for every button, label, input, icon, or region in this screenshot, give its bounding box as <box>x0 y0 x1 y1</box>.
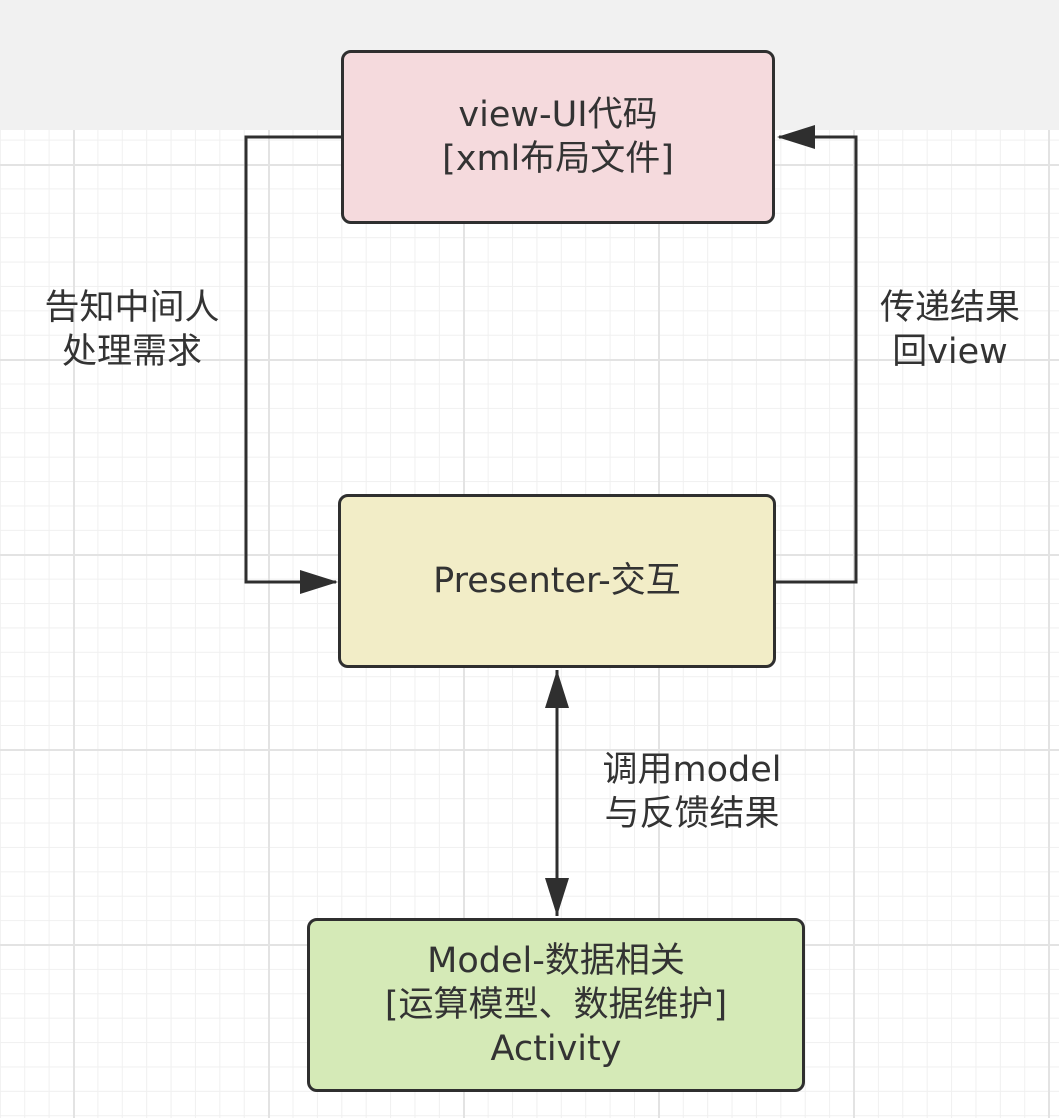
edge-label-line: 处理需求 <box>61 332 202 372</box>
model-node: Model-数据相关 [运算模型、数据维护] Activity <box>307 918 805 1092</box>
model-node-subtitle: [运算模型、数据维护] <box>384 985 728 1025</box>
model-node-activity: Activity <box>490 1029 622 1069</box>
view-node-subtitle: [xml布局文件] <box>442 139 674 179</box>
edge-label-line: 传递结果 <box>879 288 1020 328</box>
arrowhead-into-presenter <box>300 570 338 594</box>
edge-label-line: 回view <box>892 332 1008 372</box>
view-node: view-UI代码 [xml布局文件] <box>341 50 775 224</box>
model-node-title: Model-数据相关 <box>427 941 685 981</box>
edge-view-to-presenter <box>244 135 341 584</box>
edge-presenter-to-view <box>776 135 858 584</box>
arrowhead-into-presenter-from-model <box>545 670 569 708</box>
arrowhead-into-view <box>777 125 815 149</box>
presenter-node: Presenter-交互 <box>338 494 776 668</box>
view-node-title: view-UI代码 <box>458 95 658 135</box>
presenter-node-title: Presenter-交互 <box>433 561 681 601</box>
edge-label-line: 与反馈结果 <box>604 794 780 834</box>
edge-label-presenter-to-view: 传递结果 回view <box>860 286 1040 374</box>
arrowhead-into-model <box>545 878 569 916</box>
edge-label-presenter-model: 调用model 与反馈结果 <box>572 748 812 836</box>
edge-label-view-to-presenter: 告知中间人 处理需求 <box>16 286 248 374</box>
edge-label-line: 告知中间人 <box>44 288 220 328</box>
edge-label-line: 调用model <box>602 750 782 790</box>
